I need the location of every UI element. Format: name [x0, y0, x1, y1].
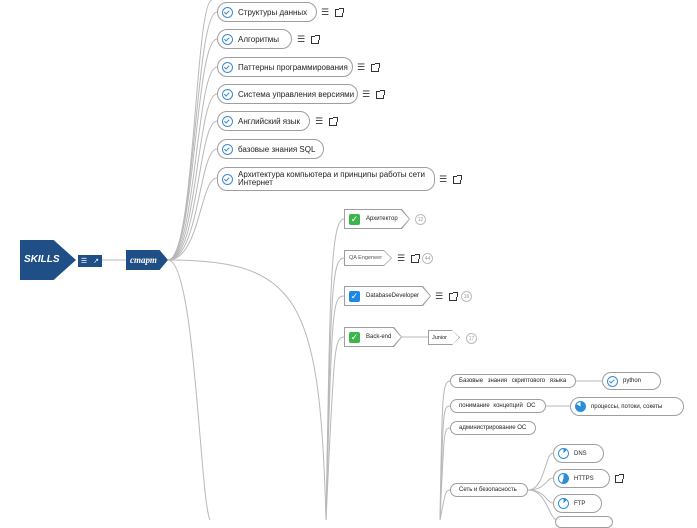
net-https[interactable]: HTTPS — [553, 469, 610, 488]
branch-patterns[interactable]: Паттерны программирования — [217, 57, 353, 77]
link-icon[interactable] — [453, 174, 463, 184]
node-label: DatabaseDeveloper — [366, 293, 420, 299]
collapsed-count[interactable]: 12 — [415, 214, 426, 225]
progress-icon — [575, 401, 586, 412]
check-icon — [222, 88, 233, 100]
link-icon[interactable] — [311, 34, 321, 44]
node-label: Английский язык — [238, 116, 301, 126]
node-label: администрирование ОС — [459, 425, 527, 431]
node-label: Система управления версиями — [238, 89, 355, 99]
node-label: Сеть и безопасность — [459, 487, 517, 493]
skill-scripting[interactable]: Базовые знания скриптового языка — [450, 374, 576, 388]
notes-icon[interactable]: ☰ — [321, 7, 330, 17]
branch-english[interactable]: Английский язык — [217, 111, 310, 131]
progress-icon — [558, 498, 569, 509]
link-icon[interactable] — [329, 116, 339, 126]
node-label: Junior — [432, 334, 447, 341]
node-label: Паттерны программирования — [238, 62, 348, 72]
branch-algorithms[interactable]: Алгоритмы — [217, 29, 292, 49]
notes-icon[interactable]: ☰ — [315, 116, 324, 126]
level-junior[interactable]: Junior — [428, 330, 460, 345]
node-label: понимание концепций ОС — [459, 403, 536, 409]
node-label: Алгоритмы — [238, 34, 280, 44]
net-partial-node[interactable] — [555, 516, 613, 528]
skill-network[interactable]: Сеть и безопасность — [450, 483, 528, 497]
notes-icon[interactable]: ☰ — [439, 174, 448, 184]
notes-icon[interactable]: ☰ — [357, 62, 366, 72]
root-link-icon[interactable]: ↗ — [90, 255, 102, 267]
skill-os-admin[interactable]: администрирование ОС — [450, 421, 536, 435]
progress-icon — [558, 448, 569, 459]
link-icon[interactable] — [371, 62, 381, 72]
node-label: QA Engeneer — [349, 255, 383, 261]
role-database-developer[interactable]: ✓ DatabaseDeveloper — [344, 286, 431, 306]
check-icon — [607, 375, 618, 387]
check-icon — [222, 6, 233, 18]
notes-icon[interactable]: ☰ — [297, 34, 306, 44]
net-ftp[interactable]: FTP — [553, 494, 602, 513]
check-box-icon: ✓ — [350, 290, 359, 301]
detail-processes[interactable]: процессы, потоки, сокеты — [570, 397, 684, 416]
link-icon[interactable] — [449, 291, 459, 301]
start-label: старт — [130, 255, 157, 265]
node-label: Базовые знания скриптового языка — [459, 378, 567, 384]
check-icon — [222, 143, 233, 155]
notes-icon[interactable]: ☰ — [397, 253, 406, 263]
root-notes-icon[interactable]: ☰ — [78, 255, 90, 267]
role-architect[interactable]: ✓ Архитектор — [344, 209, 410, 229]
notes-icon[interactable]: ☰ — [435, 291, 444, 301]
node-label: Back-end — [366, 334, 392, 340]
link-icon[interactable] — [376, 89, 386, 99]
collapsed-count[interactable]: 17 — [466, 333, 477, 344]
link-icon[interactable] — [335, 7, 345, 17]
role-backend[interactable]: ✓ Back-end — [344, 327, 402, 347]
node-label: Структуры данных — [238, 7, 308, 17]
branch-vcs[interactable]: Система управления версиями — [217, 84, 358, 104]
start-node[interactable]: старт — [126, 250, 168, 270]
branch-sql[interactable]: базовые знания SQL — [217, 139, 324, 159]
check-icon — [222, 61, 233, 73]
check-icon — [222, 115, 233, 127]
check-icon — [222, 33, 233, 45]
progress-icon — [558, 473, 569, 484]
node-label: FTP — [574, 500, 586, 507]
collapsed-count[interactable]: 16 — [461, 291, 472, 302]
link-icon[interactable] — [615, 474, 624, 483]
node-label: Архитектура компьютера и принципы работы… — [238, 170, 425, 187]
node-label: Архитектор — [366, 216, 398, 222]
node-label: базовые знания SQL — [238, 144, 316, 154]
done-icon: ✓ — [350, 213, 359, 224]
done-icon: ✓ — [350, 331, 359, 342]
branch-architecture[interactable]: Архитектура компьютера и принципы работы… — [217, 167, 435, 191]
node-label: DNS — [574, 450, 587, 457]
link-icon[interactable] — [411, 253, 421, 263]
check-icon — [222, 173, 233, 185]
root-label: SKILLS — [24, 254, 60, 265]
collapsed-count[interactable]: 44 — [422, 253, 433, 264]
node-label: процессы, потоки, сокеты — [591, 403, 663, 410]
detail-python[interactable]: python — [602, 372, 661, 390]
notes-icon[interactable]: ☰ — [362, 89, 371, 99]
branch-data-structures[interactable]: Структуры данных — [217, 2, 317, 22]
net-dns[interactable]: DNS — [553, 444, 604, 463]
skill-os-concepts[interactable]: понимание концепций ОС — [450, 399, 546, 413]
node-label: HTTPS — [574, 475, 594, 482]
role-qa[interactable]: QA Engeneer — [344, 250, 392, 266]
node-label: python — [623, 378, 642, 384]
